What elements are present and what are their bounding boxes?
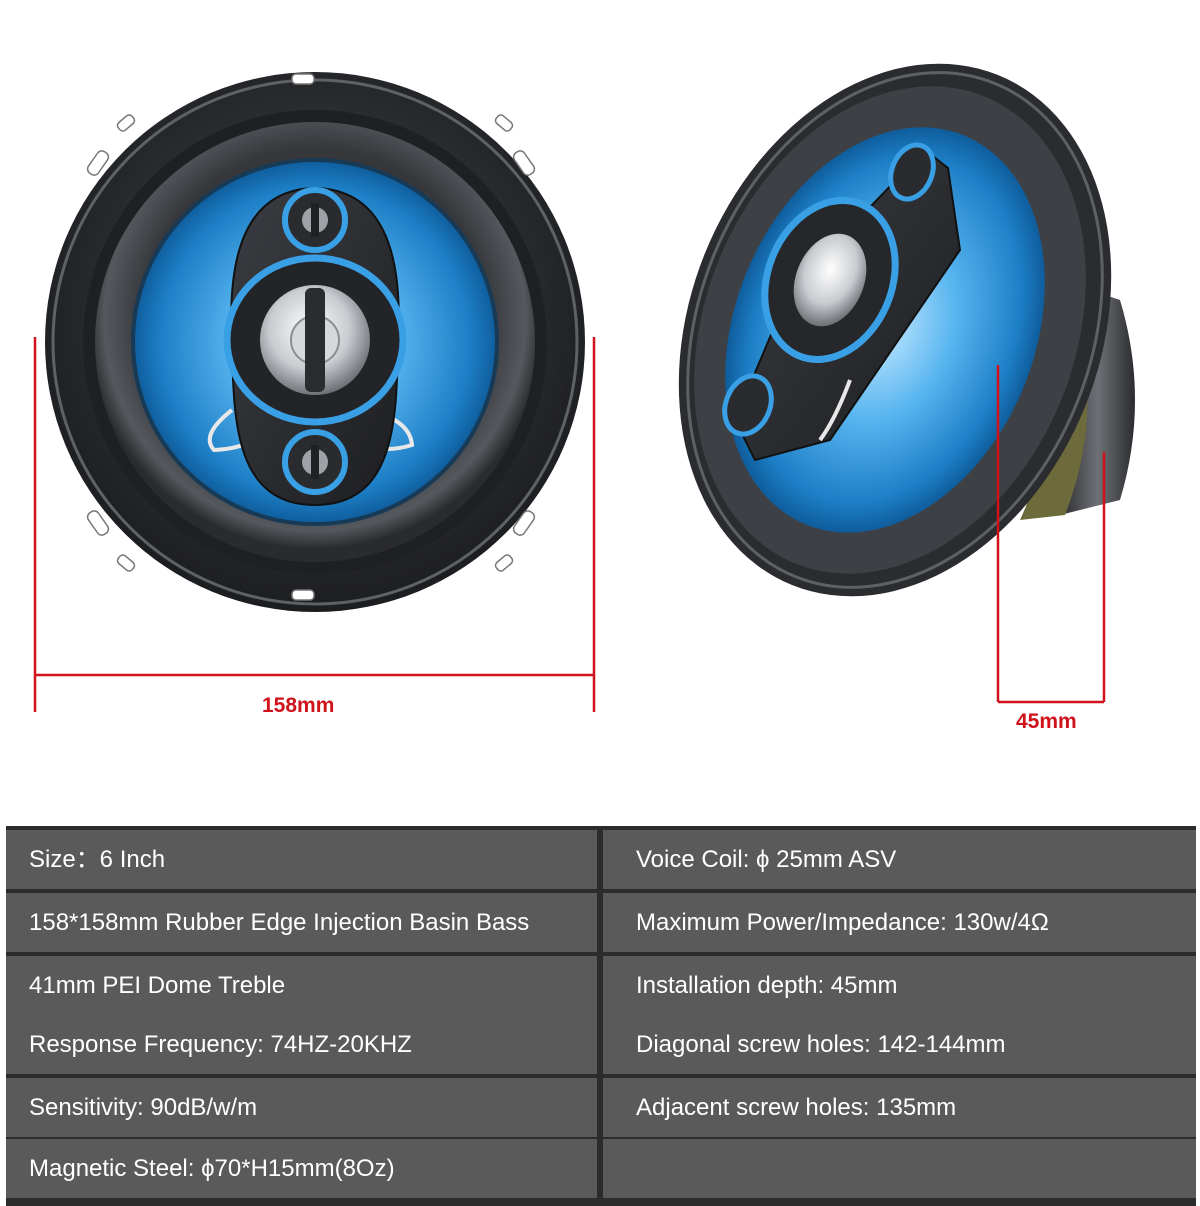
spec-size: Size：6 Inch [6, 830, 597, 889]
spec-response-frequency: Response Frequency: 74HZ-20KHZ [6, 1015, 597, 1074]
spec-magnetic-steel: Magnetic Steel: ϕ70*H15mm(8Oz) [6, 1139, 597, 1198]
depth-dimension-lines [996, 365, 1106, 704]
spec-row: 158*158mm Rubber Edge Injection Basin Ba… [6, 893, 1196, 952]
spec-row: Magnetic Steel: ϕ70*H15mm(8Oz) [6, 1139, 1196, 1198]
spec-bass: 158*158mm Rubber Edge Injection Basin Ba… [6, 893, 597, 952]
spec-empty-cell [603, 1139, 1196, 1198]
spec-power-impedance: Maximum Power/Impedance: 130w/4Ω [603, 893, 1196, 952]
speaker-front-view [45, 72, 585, 612]
spec-adjacent-screw-holes: Adjacent screw holes: 135mm [603, 1078, 1196, 1137]
spec-row: 41mm PEI Dome Treble Installation depth:… [6, 956, 1196, 1015]
spec-sensitivity: Sensitivity: 90dB/w/m [6, 1078, 597, 1137]
depth-dimension-label: 45mm [1016, 710, 1077, 733]
width-dimension-label: 158mm [262, 694, 335, 717]
spec-row: Size：6 Inch Voice Coil: ϕ 25mm ASV [6, 830, 1196, 889]
spec-treble: 41mm PEI Dome Treble [6, 956, 597, 1015]
speaker-side-view [678, 63, 1135, 597]
spec-voice-coil: Voice Coil: ϕ 25mm ASV [603, 830, 1196, 889]
spec-diagonal-screw-holes: Diagonal screw holes: 142-144mm [603, 1015, 1196, 1074]
width-dimension-lines [33, 337, 596, 712]
spec-table: Size：6 Inch Voice Coil: ϕ 25mm ASV 158*1… [6, 826, 1196, 1206]
spec-row: Response Frequency: 74HZ-20KHZ Diagonal … [6, 1015, 1196, 1074]
spec-row: Sensitivity: 90dB/w/m Adjacent screw hol… [6, 1078, 1196, 1137]
spec-installation-depth: Installation depth: 45mm [603, 956, 1196, 1015]
